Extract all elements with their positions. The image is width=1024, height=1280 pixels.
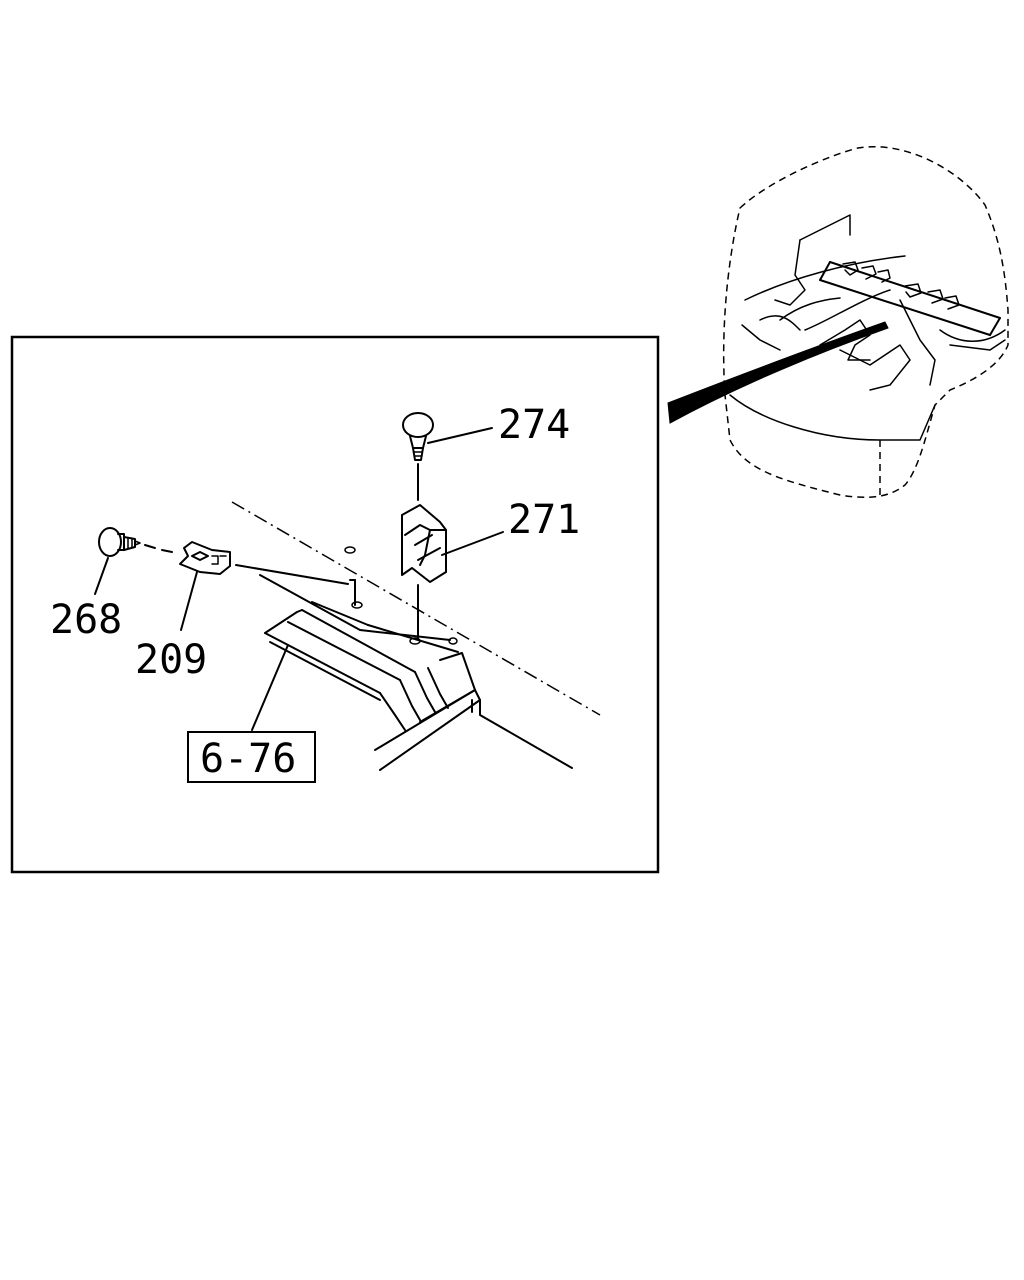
leader-6-76 [251, 644, 289, 731]
leader-209 [180, 571, 198, 631]
axis-line-209b [259, 574, 451, 641]
leader-268 [94, 557, 109, 595]
clip-icon [401, 504, 447, 583]
screw-icon [98, 527, 141, 557]
screw-icon [402, 412, 434, 461]
axis-line-268 [144, 544, 156, 549]
detail-frame [10, 335, 660, 874]
leader-271 [441, 531, 504, 556]
axis-line-209 [235, 564, 349, 585]
clip-nut-icon [179, 541, 231, 575]
mount-hole [344, 546, 356, 554]
callout-209: 209 [135, 637, 207, 683]
truck-cab-overview-icon [722, 146, 1009, 499]
callout-274: 274 [498, 402, 570, 448]
axis-line-268b [161, 549, 173, 553]
callout-268: 268 [50, 597, 122, 643]
leader-274 [427, 427, 493, 444]
ref-box-6-76 [187, 731, 316, 783]
mount-hole [409, 637, 421, 645]
callout-271: 271 [508, 497, 580, 543]
mount-hole [351, 601, 363, 609]
callout-6-76: 6-76 [200, 736, 296, 782]
floor-panel-structure [231, 501, 601, 771]
detail-pointer-wedge [667, 321, 889, 424]
mount-hole [448, 637, 458, 645]
